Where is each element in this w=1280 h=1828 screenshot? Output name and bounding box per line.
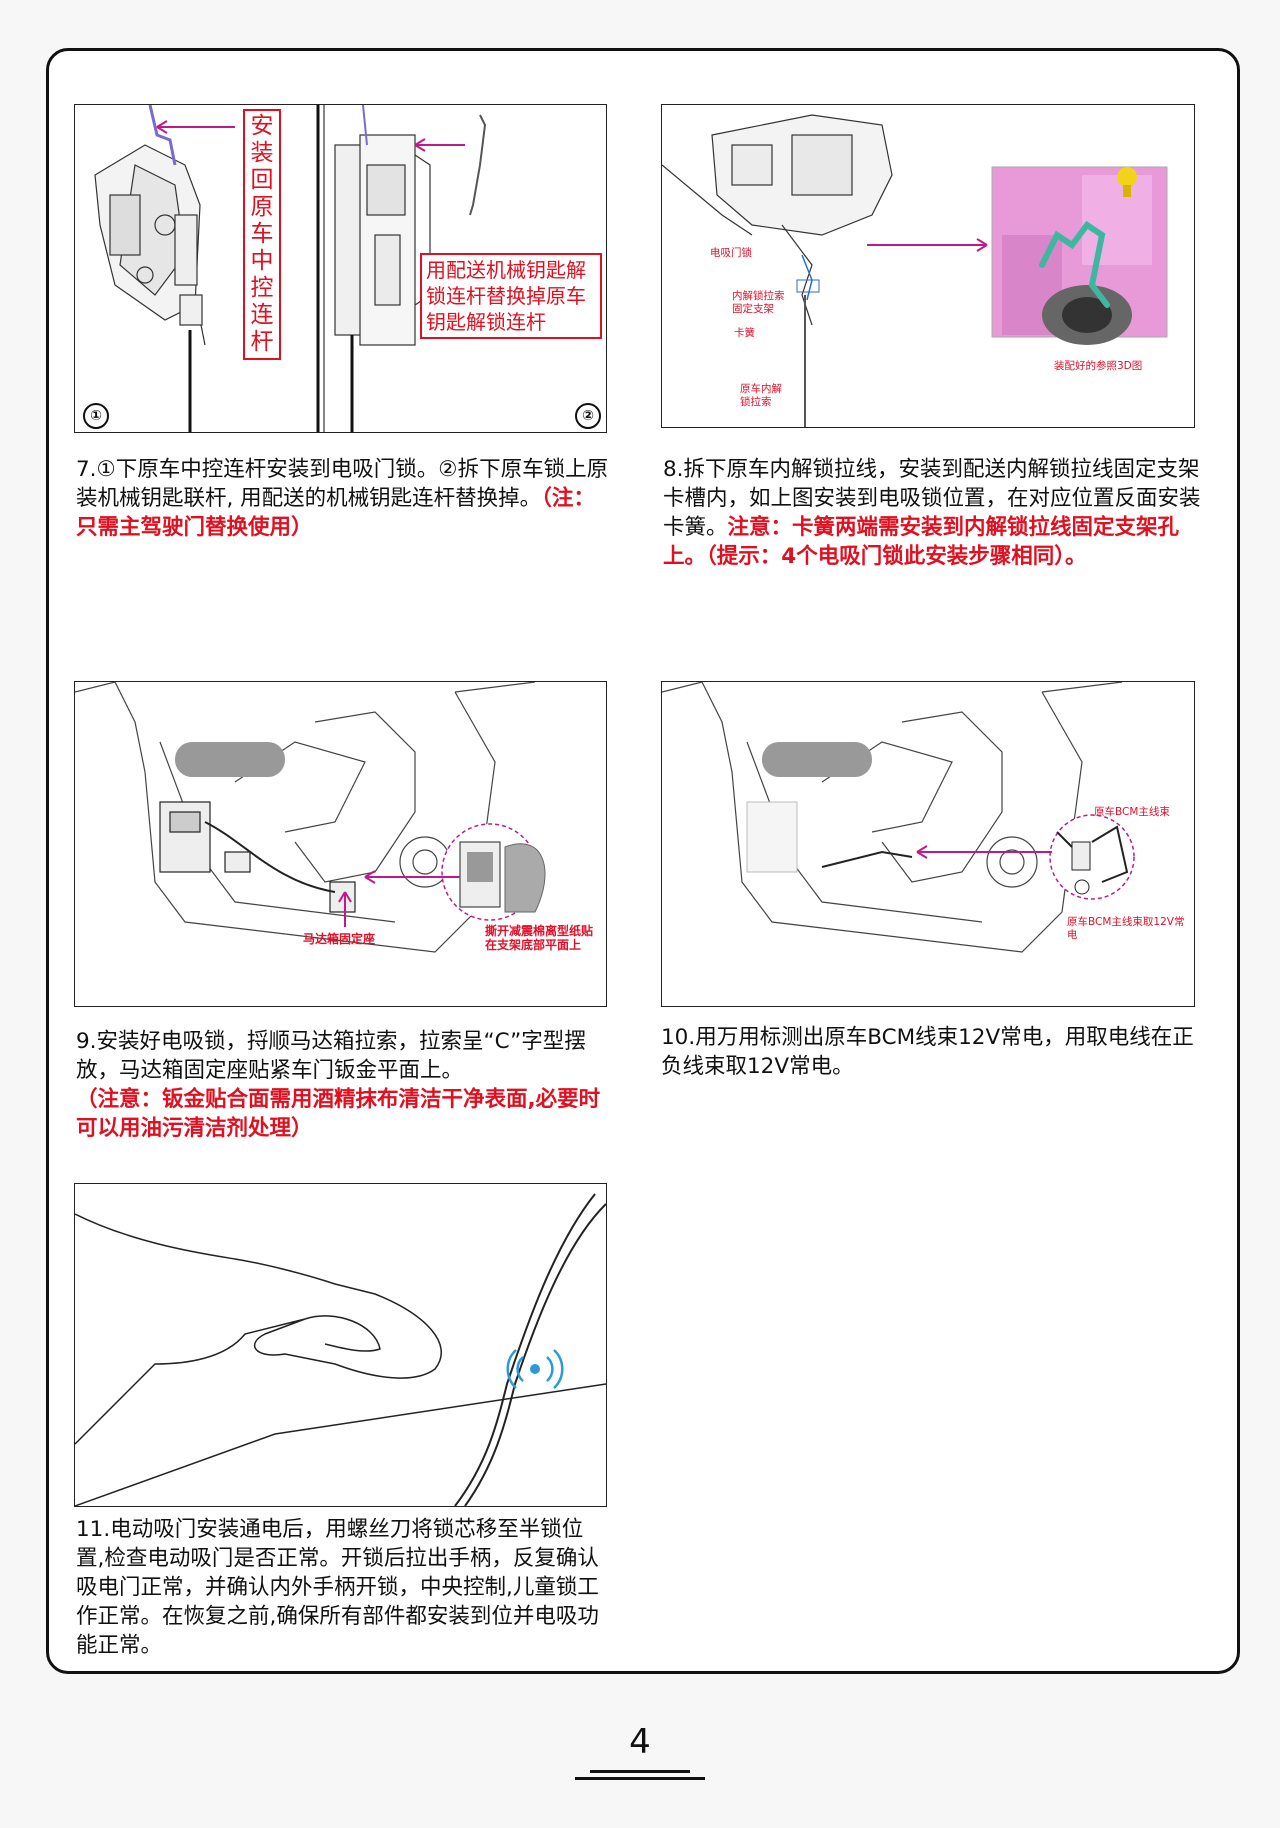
step9-text: 9.安装好电吸锁，捋顺马达箱拉索，拉索呈“C”字型摆放，马达箱固定座贴紧车门钣金…	[76, 1029, 586, 1083]
page-number-underline	[590, 1770, 690, 1773]
callout-spring: 卡簧	[734, 327, 755, 339]
step7-note: （注：只需主驾驶门替换使用）	[76, 486, 595, 540]
callout-peel-foam: 撕开减震棉离型纸贴在支架底部平面上	[485, 924, 594, 952]
step7-text: 7.①下原车中控连杆安装到电吸门锁。②拆下原车锁上原装机械钥匙联杆, 用配送的机…	[76, 457, 609, 511]
step8-text: 8.拆下原车内解锁拉线，安装到配送内解锁拉线固定支架卡槽内，如上图安装到电吸锁位…	[663, 457, 1201, 540]
callout-motor-base: 马达箱固定座	[303, 932, 376, 946]
step9-caption: 9.安装好电吸锁，捋顺马达箱拉索，拉索呈“C”字型摆放，马达箱固定座贴紧车门钣金…	[76, 1027, 606, 1143]
step7-illustration	[94, 105, 487, 432]
figure-number-1: ①	[83, 403, 109, 429]
step7-caption: 7.①下原车中控连杆安装到电吸门锁。②拆下原车锁上原装机械钥匙联杆, 用配送的机…	[76, 455, 616, 542]
callout-electric-lock: 电吸门锁	[710, 247, 752, 259]
figure-number-2: ②	[575, 403, 601, 429]
step9-illustration	[75, 682, 546, 953]
step8-figure: 电吸门锁 内解锁拉索固定支架 卡簧 原车内解锁拉索 装配好的参照3D图	[661, 104, 1195, 428]
callout-cable-bracket: 内解锁拉索固定支架	[732, 290, 785, 315]
step7-figure: 安装回原车中控连杆 用配送机械钥匙解锁连杆替换掉原车钥匙解锁连杆 ① ②	[74, 104, 607, 433]
step11-illustration	[75, 1193, 606, 1506]
step8-note: 注意：卡簧两端需安装到内解锁拉线固定支架孔上。（提示：4个电吸门锁此安装步骤相同…	[663, 515, 1180, 569]
callout-bcm-harness: 原车BCM主线束	[1094, 806, 1170, 818]
step8-illustration	[662, 114, 1168, 427]
step11-text: 11.电动吸门安装通电后，用螺丝刀将锁芯移至半锁位置,检查电动吸门是否正常。开锁…	[76, 1517, 599, 1658]
step10-illustration	[662, 682, 1135, 953]
step11-figure	[74, 1183, 607, 1507]
step10-text: 10.用万用标测出原车BCM线束12V常电，用取电线在正负线束取12V常电。	[661, 1025, 1194, 1079]
step10-caption: 10.用万用标测出原车BCM线束12V常电，用取电线在正负线束取12V常电。	[661, 1023, 1211, 1081]
step9-figure: 马达箱固定座 撕开减震棉离型纸贴在支架底部平面上	[74, 681, 607, 1007]
step8-caption: 8.拆下原车内解锁拉线，安装到配送内解锁拉线固定支架卡槽内，如上图安装到电吸锁位…	[663, 455, 1203, 571]
step10-figure: 原车BCM主线束 原车BCM主线束取12V常电	[661, 681, 1195, 1007]
callout-bcm-12v: 原车BCM主线束取12V常电	[1067, 916, 1185, 941]
step11-caption: 11.电动吸门安装通电后，用螺丝刀将锁芯移至半锁位置,检查电动吸门是否正常。开锁…	[76, 1515, 606, 1660]
callout-3d-reference: 装配好的参照3D图	[1054, 360, 1143, 372]
label-install-center-link: 安装回原车中控连杆	[243, 109, 281, 360]
callout-original-cable: 原车内解锁拉索	[740, 383, 782, 408]
page-number-underline-2	[575, 1777, 705, 1780]
label-replace-key-link: 用配送机械钥匙解锁连杆替换掉原车钥匙解锁连杆	[420, 253, 602, 339]
page-number: 4	[629, 1722, 651, 1762]
step9-note: （注意：钣金贴合面需用酒精抹布清洁干净表面,必要时可以用油污清洁剂处理）	[76, 1087, 601, 1141]
